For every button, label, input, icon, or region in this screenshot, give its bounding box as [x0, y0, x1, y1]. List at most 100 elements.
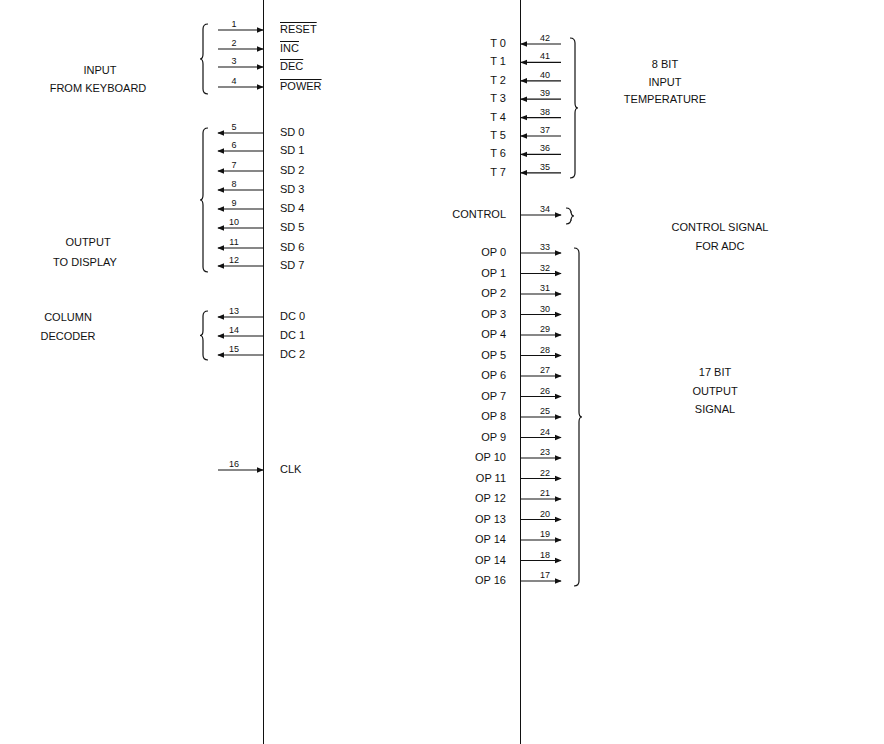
pin-wire: [521, 273, 561, 274]
pin-number: 24: [540, 427, 550, 437]
pin-wire: [218, 66, 263, 67]
pin-name: INC: [280, 42, 299, 55]
pin-wire: [521, 117, 561, 118]
pin-number: 13: [229, 306, 239, 316]
pin-number: 15: [229, 344, 239, 354]
group-brace: [570, 38, 578, 178]
pin-number: 30: [540, 304, 550, 314]
pin-wire: [218, 48, 263, 49]
pin-name: DEC: [280, 60, 303, 73]
pin-number: 33: [540, 242, 550, 252]
group-label: FOR ADC: [696, 240, 745, 253]
pin-wire: [521, 214, 561, 215]
pin-number: 28: [540, 345, 550, 355]
pin-wire: [521, 80, 561, 81]
group-label: TO DISPLAY: [53, 256, 117, 269]
group-label: OUTPUT: [65, 236, 110, 249]
pin-name: DC 0: [280, 310, 305, 323]
pin-wire: [521, 154, 561, 155]
pin-name: SD 4: [280, 202, 304, 215]
group-label: 8 BIT: [652, 58, 678, 71]
pin-wire: [521, 375, 561, 376]
pin-name: T 4: [490, 111, 506, 124]
pin-name: OP 5: [481, 349, 506, 362]
pin-number: 9: [231, 198, 236, 208]
pin-name: DC 1: [280, 329, 305, 342]
pin-name: SD 2: [280, 164, 304, 177]
pin-number: 4: [231, 76, 236, 86]
pin-wire: [521, 478, 561, 479]
pin-name: OP 12: [475, 492, 506, 505]
group-label: 17 BIT: [699, 366, 731, 379]
pin-wire: [521, 135, 561, 136]
pin-number: 22: [540, 468, 550, 478]
pin-wire: [218, 469, 263, 470]
pin-number: 38: [540, 107, 550, 117]
pin-number: 41: [540, 51, 550, 61]
pin-number: 19: [540, 529, 550, 539]
pin-wire: [218, 189, 263, 190]
group-brace: [566, 208, 574, 224]
pin-wire: [521, 457, 561, 458]
pin-number: 5: [231, 122, 236, 132]
pin-name: T 1: [490, 55, 506, 68]
pin-number: 17: [540, 570, 550, 580]
pin-number: 20: [540, 509, 550, 519]
pin-number: 40: [540, 70, 550, 80]
pin-wire: [218, 132, 263, 133]
pin-wire: [521, 396, 561, 397]
group-label: FROM KEYBOARD: [50, 82, 147, 95]
group-label: OUTPUT: [692, 385, 737, 398]
pin-wire: [218, 335, 263, 336]
pin-number: 42: [540, 33, 550, 43]
pin-number: 7: [231, 160, 236, 170]
pin-name: OP 9: [481, 431, 506, 444]
pin-wire: [521, 172, 561, 173]
pin-name: OP 4: [481, 328, 506, 341]
pin-number: 25: [540, 406, 550, 416]
pin-name: OP 8: [481, 410, 506, 423]
pin-wire: [218, 316, 263, 317]
pin-number: 27: [540, 365, 550, 375]
group-label: DECODER: [40, 330, 95, 343]
pin-name: OP 11: [476, 472, 506, 485]
pin-name: SD 6: [280, 241, 304, 254]
pin-wire: [521, 252, 561, 253]
pin-name: OP 13: [475, 513, 506, 526]
pin-name: SD 0: [280, 126, 304, 139]
pin-name: SD 7: [280, 259, 304, 272]
group-label: SIGNAL: [695, 403, 735, 416]
group-brace: [574, 248, 582, 586]
pin-wire: [218, 208, 263, 209]
pin-wire: [521, 43, 561, 44]
pin-wire: [218, 354, 263, 355]
pin-wire: [218, 86, 263, 87]
pin-name: OP 16: [475, 574, 506, 587]
pin-number: 23: [540, 447, 550, 457]
pin-wire: [521, 293, 561, 294]
pin-name: OP 2: [481, 287, 506, 300]
pin-name: OP 0: [481, 246, 506, 259]
pin-wire: [521, 355, 561, 356]
pin-number: 10: [229, 217, 239, 227]
pin-number: 16: [229, 459, 239, 469]
pin-name: T 3: [490, 92, 506, 105]
pin-wire: [521, 416, 561, 417]
pin-wire: [521, 519, 561, 520]
pin-name: SD 1: [280, 144, 304, 157]
pin-name: OP 14: [475, 554, 506, 567]
pin-name: T 6: [490, 147, 506, 160]
pin-name: T 2: [490, 74, 506, 87]
group-label: INPUT: [649, 76, 682, 89]
pin-name: OP 3: [481, 308, 506, 321]
pin-wire: [521, 99, 561, 100]
pin-name: T 0: [490, 37, 506, 50]
pin-name: RESET: [280, 23, 317, 36]
pin-number: 35: [540, 162, 550, 172]
pin-number: 1: [231, 19, 236, 29]
pin-name: OP 1: [481, 267, 506, 280]
pin-name: SD 3: [280, 183, 304, 196]
pin-number: 21: [540, 488, 550, 498]
group-brace: [200, 311, 208, 360]
pin-wire: [218, 29, 263, 30]
